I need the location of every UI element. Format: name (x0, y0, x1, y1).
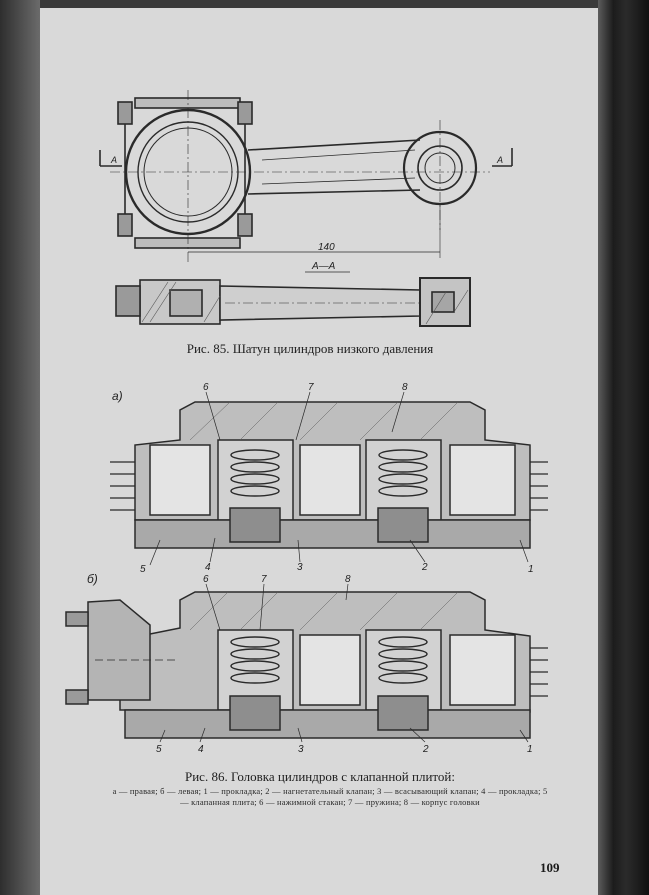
page-number: 109 (540, 860, 560, 875)
callout-a-1: 1 (528, 564, 534, 575)
figure-86-legend: а — правая; б — левая; 1 — прокладка; 2 … (112, 786, 548, 807)
panel-a-label: а) (112, 389, 123, 403)
callout-a-6: 6 (203, 382, 209, 393)
section-marker-left: A (110, 155, 117, 165)
page-left-shadow (0, 0, 40, 895)
callout-a-2: 2 (421, 562, 428, 573)
callout-b-4: 4 (198, 744, 204, 755)
callout-b-8: 8 (345, 574, 351, 585)
callout-a-5: 5 (140, 564, 146, 575)
callout-b-7: 7 (261, 574, 267, 585)
callout-a-8: 8 (402, 382, 408, 393)
book-binding (598, 0, 649, 895)
callout-a-3: 3 (297, 562, 303, 573)
callout-a-7: 7 (308, 382, 314, 393)
figure-85-caption: Рис. 85. Шатун цилиндров низкого давлени… (186, 341, 434, 356)
callout-b-2: 2 (422, 744, 429, 755)
dimension-140-label: 140 (318, 242, 335, 253)
section-marker-right: A (496, 155, 503, 165)
callout-a-4: 4 (205, 562, 211, 573)
panel-b-label: б) (87, 572, 98, 586)
section-label-a-a: A—A (311, 261, 336, 272)
callout-b-5: 5 (156, 744, 162, 755)
callout-b-6: 6 (203, 574, 209, 585)
figure-86-caption: Рис. 86. Головка цилиндров с клапанной п… (185, 769, 455, 784)
callout-b-1: 1 (527, 744, 533, 755)
callout-b-3: 3 (298, 744, 304, 755)
